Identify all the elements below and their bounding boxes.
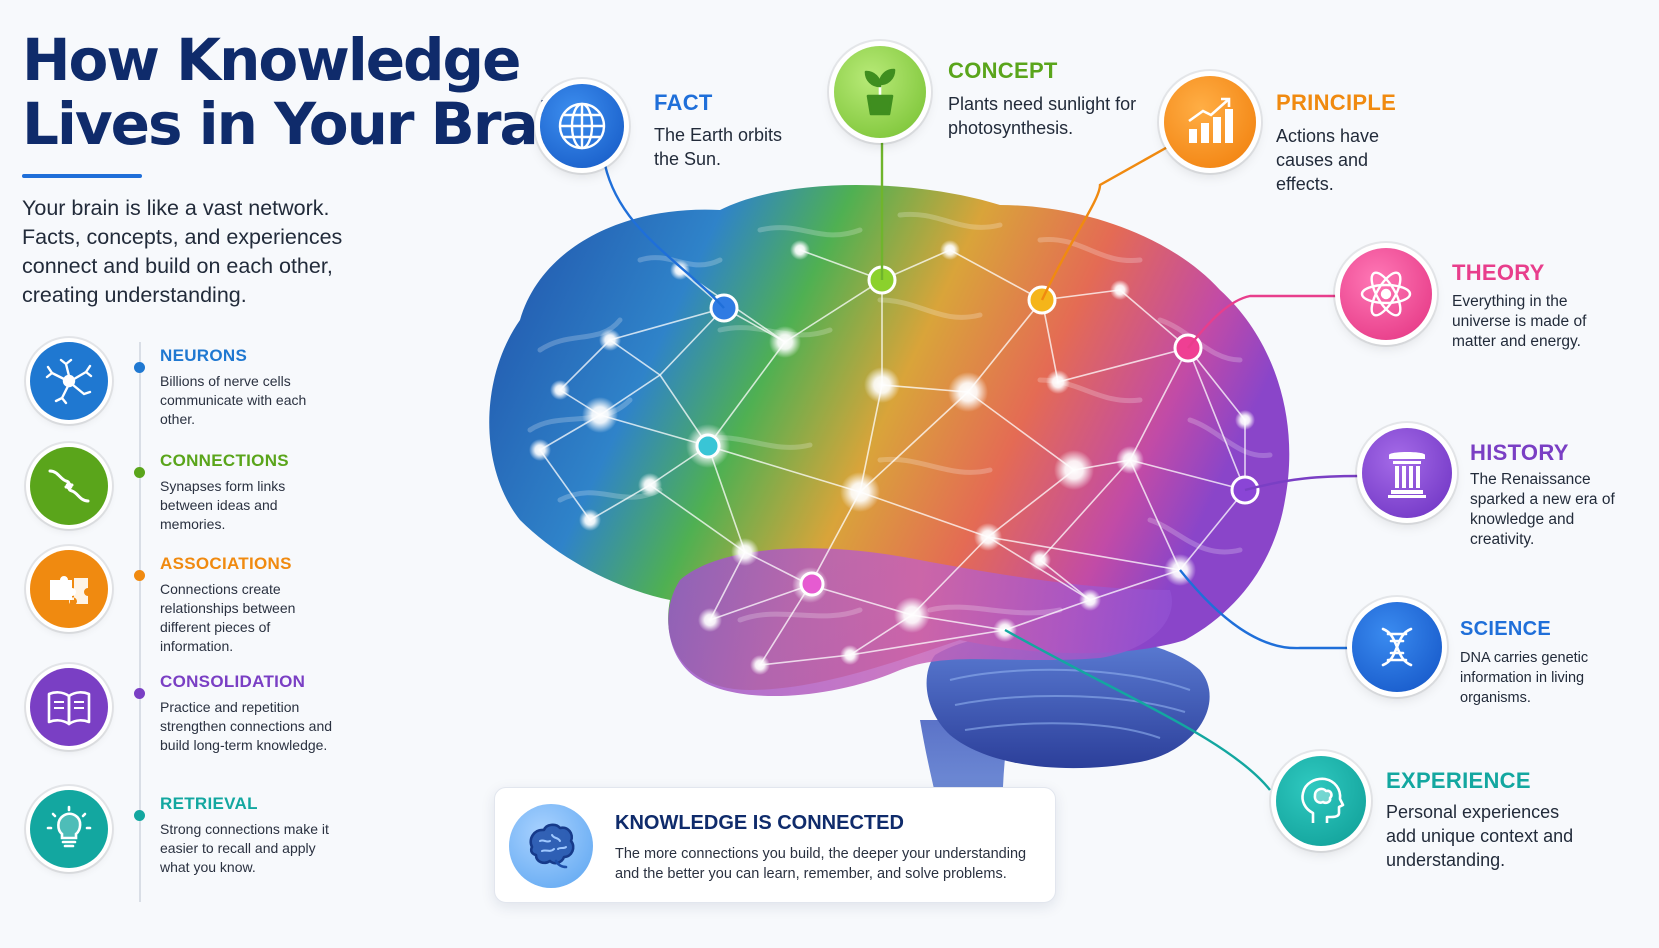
book-icon (30, 668, 108, 746)
experience-title: EXPERIENCE (1386, 768, 1531, 793)
fact-title: FACT (654, 90, 713, 115)
science-desc: DNA carries genetic information in livin… (1460, 650, 1589, 706)
brain-icon (509, 804, 593, 888)
fact-desc: The Earth orbits the Sun. (654, 125, 783, 169)
column-icon (1362, 428, 1452, 518)
retrieval-node (695, 433, 721, 459)
feature-consolidation: CONSOLIDATION Practice and repetition st… (30, 668, 360, 768)
globe-icon (540, 84, 624, 168)
cerebrum (489, 185, 1290, 690)
intro-text: Your brain is like a vast network. Facts… (22, 196, 343, 307)
experience-desc: Personal experiences add unique context … (1386, 802, 1574, 870)
feature-associations: ASSOCIATIONS Connections create relation… (30, 550, 360, 654)
puzzle-icon (30, 550, 108, 628)
feature-desc: Synapses form links between ideas and me… (160, 478, 286, 532)
feature-retrieval: RETRIEVAL Strong connections make it eas… (30, 790, 360, 890)
theory-desc: Everything in the universe is made of ma… (1452, 293, 1587, 350)
history-desc: The Renaissance sparked a new era of kno… (1470, 471, 1615, 548)
concept-desc: Plants need sunlight for photosynthesis. (948, 94, 1137, 138)
theory-title: THEORY (1452, 260, 1545, 285)
feature-title: CONNECTIONS (160, 451, 289, 470)
feature-title: RETRIEVAL (160, 794, 258, 813)
timeline-dot (134, 362, 145, 373)
growth-chart-icon (1164, 76, 1256, 168)
principle-title: PRINCIPLE (1276, 90, 1397, 115)
plant-icon (834, 46, 926, 138)
cerebellum (926, 632, 1210, 769)
atom-icon (1340, 248, 1432, 340)
principle-desc: Actions have causes and effects. (1276, 126, 1380, 194)
timeline-dot (134, 467, 145, 478)
feature-title: ASSOCIATIONS (160, 554, 292, 573)
association-node (799, 571, 825, 597)
network-nodes (529, 240, 1260, 675)
feature-neurons: NEURONS Billions of nerve cells communic… (30, 342, 360, 442)
feature-desc: Strong connections make it easier to rec… (160, 821, 329, 875)
timeline-dot (134, 688, 145, 699)
feature-connections: CONNECTIONS Synapses form links between … (30, 447, 360, 547)
feature-desc: Practice and repetition strengthen conne… (160, 699, 333, 753)
feature-title: NEURONS (160, 346, 248, 365)
neuron-icon (30, 342, 108, 420)
head-brain-icon (1276, 756, 1366, 846)
dna-icon (1352, 602, 1442, 692)
concept-title: CONCEPT (948, 58, 1058, 83)
callout-title: KNOWLEDGE IS CONNECTED (615, 812, 904, 834)
connector-lines (603, 138, 1361, 791)
knowledge-connected-callout: KNOWLEDGE IS CONNECTED The more connecti… (494, 787, 1056, 903)
feature-title: CONSOLIDATION (160, 672, 306, 691)
page-title: How Knowledge Lives in Your Brain (22, 26, 596, 158)
title-underline (22, 174, 142, 178)
callout-desc: The more connections you build, the deep… (615, 846, 1027, 882)
title-line-1: How Knowledge (22, 26, 521, 94)
features-timeline (139, 342, 141, 902)
synapse-icon (30, 447, 108, 525)
timeline-dot (134, 810, 145, 821)
timeline-dot (134, 570, 145, 581)
lightbulb-icon (30, 790, 108, 868)
feature-desc: Connections create relationships between… (160, 581, 296, 654)
feature-desc: Billions of nerve cells communicate with… (160, 373, 307, 427)
title-line-2: Lives in Your Brain (22, 90, 596, 158)
science-title: SCIENCE (1460, 618, 1552, 640)
history-title: HISTORY (1470, 440, 1569, 465)
